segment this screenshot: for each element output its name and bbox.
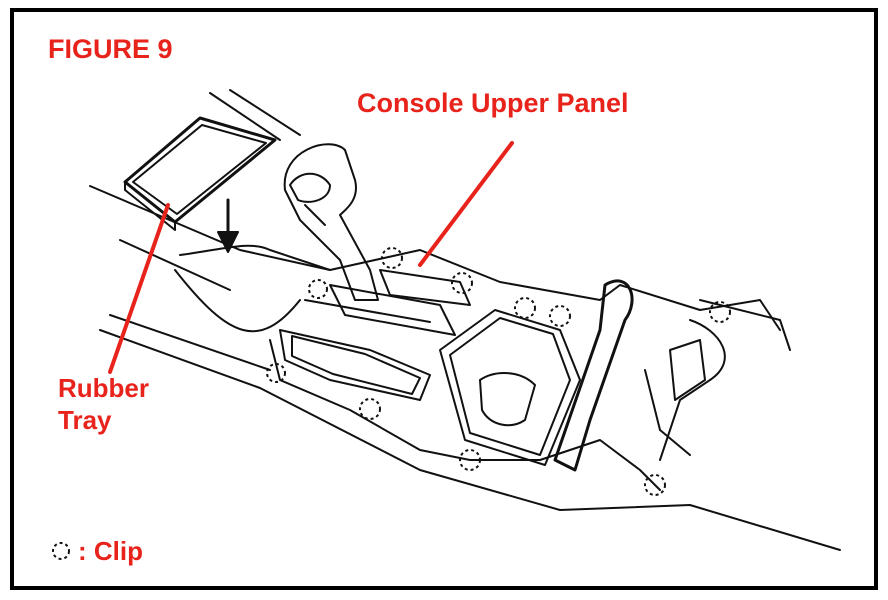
figure-title: FIGURE 9 [48, 34, 173, 64]
rubber-tray [123, 116, 277, 231]
label-console-upper-panel: Console Upper Panel [357, 88, 629, 118]
console-upper-panel [174, 244, 791, 491]
console-lower-edge [109, 314, 271, 371]
clip-icon [451, 272, 473, 294]
legend: : Clip [50, 535, 143, 567]
dashed-circle-icon [52, 542, 70, 560]
leader-line-rubber-tray [108, 203, 170, 374]
install-arrow [217, 198, 239, 253]
clip-icon [381, 247, 403, 269]
label-rubber-tray-line2: Tray [58, 405, 112, 435]
label-rubber-tray: Rubber Tray [58, 372, 149, 436]
clip-icon [359, 398, 381, 420]
clip-icon [266, 363, 286, 383]
clip-icon [549, 305, 571, 327]
clip-icon [308, 279, 328, 299]
console-lower-edge [99, 329, 841, 551]
clip-icon [459, 449, 481, 471]
shift-lever [283, 143, 379, 301]
console-side-line [119, 239, 231, 291]
clip-icon [644, 474, 666, 496]
clip-icon [514, 297, 536, 319]
clip-markers [266, 247, 731, 496]
label-rubber-tray-line1: Rubber [58, 373, 149, 403]
console-side-line [89, 185, 331, 271]
leader-line-console [418, 141, 514, 267]
clip-icon [709, 301, 731, 323]
legend-text: : Clip [78, 535, 143, 566]
figure-frame [10, 8, 878, 590]
